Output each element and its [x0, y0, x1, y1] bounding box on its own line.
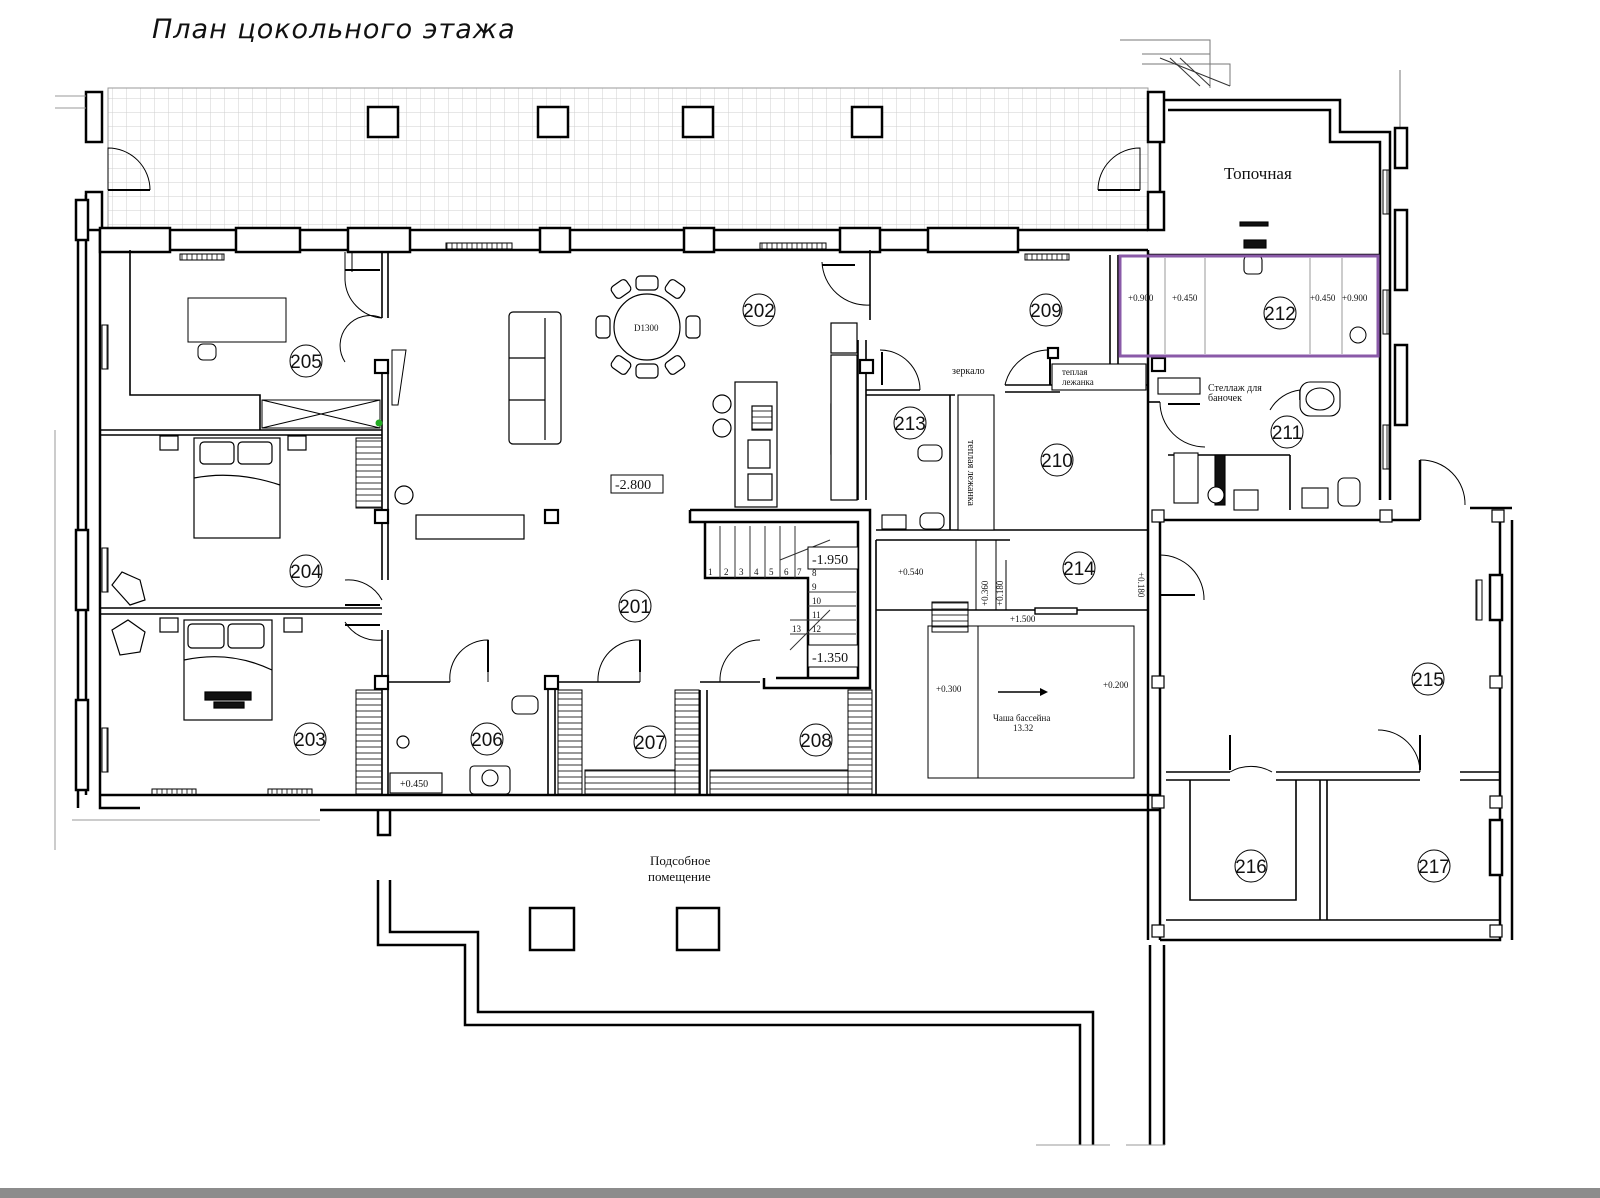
stair-step: 3	[739, 567, 744, 577]
sauna-level-a: +0.900	[1128, 293, 1154, 303]
shelf-label-1: Стеллаж для	[1208, 383, 1262, 394]
door-swings	[107, 147, 1466, 773]
room-number-213: 213	[894, 414, 926, 435]
staircase	[688, 508, 872, 690]
mirror-label: зеркало	[952, 366, 985, 377]
wardrobes	[355, 437, 873, 795]
sauna-benches	[1164, 258, 1343, 354]
stair-step: 8	[812, 568, 817, 578]
stair-step: 5	[769, 567, 774, 577]
stair-top-level: -1.950	[812, 553, 848, 568]
sauna-level-c: +0.450	[1310, 293, 1336, 303]
stair-corner	[1159, 57, 1231, 87]
room-number-204: 204	[290, 562, 322, 583]
stair-step: 11	[812, 610, 821, 620]
furniture-bedrooms	[111, 435, 414, 749]
room-number-206: 206	[471, 730, 503, 751]
radiators	[101, 169, 1483, 796]
sauna-room	[1118, 254, 1380, 358]
room-number-215: 215	[1412, 670, 1444, 691]
room-number-217: 217	[1418, 857, 1450, 878]
shelf-label-2: баночек	[1208, 393, 1242, 404]
pool-label-2: 13.32	[1013, 723, 1033, 733]
pool-label-1: Чаша бассейна	[993, 713, 1050, 723]
furniture-living	[415, 275, 858, 540]
plan-title: План цокольного этажа	[152, 14, 516, 45]
terrace-edge	[54, 95, 1165, 1146]
terrace-tiles	[107, 87, 1149, 231]
level-0180-b: +0.180	[1136, 572, 1146, 598]
main-level: -2.800	[615, 478, 651, 493]
room-number-202: 202	[743, 301, 775, 322]
stair-step: 2	[724, 567, 729, 577]
level-0180: +0.180	[995, 580, 1005, 606]
warm-bed-label-1: теплая	[1062, 367, 1087, 377]
stair-step: 9	[812, 582, 817, 592]
interior-columns	[373, 346, 1167, 691]
table-diameter-label: D1300	[634, 323, 659, 333]
utility-room-label-1: Подсобное	[650, 853, 711, 868]
room-number-214: 214	[1063, 559, 1095, 580]
stair-step: 6	[784, 567, 789, 577]
furniture-205	[187, 297, 407, 429]
room-number-208: 208	[800, 731, 832, 752]
stair-bottom-level: -1.350	[812, 651, 848, 666]
level-0360: +0.360	[980, 580, 990, 606]
room-number-216: 216	[1235, 857, 1267, 878]
column-markers	[1151, 509, 1505, 938]
pool-ladder	[931, 601, 969, 633]
boiler-room-label: Топочная	[1224, 164, 1292, 183]
room-number-212: 212	[1264, 304, 1296, 325]
utility-columns	[528, 906, 721, 952]
warm-bed-vertical-label: теплая лежанка	[965, 440, 976, 507]
sauna-level-b: +0.450	[1172, 293, 1198, 303]
door-leaves	[108, 189, 1421, 770]
upper-right-outline	[1120, 39, 1401, 130]
level-0200: +0.200	[1103, 680, 1129, 690]
room-number-201: 201	[619, 597, 651, 618]
room-number-210: 210	[1041, 451, 1073, 472]
bottom-scroll-bar	[0, 1188, 1600, 1198]
terrace-columns	[366, 105, 884, 139]
sauna-heater	[1349, 326, 1367, 344]
level-0450: +0.450	[400, 779, 428, 790]
room-number-209: 209	[1030, 301, 1062, 322]
utility-room-label-2: помещение	[648, 869, 711, 884]
main-level-box	[610, 474, 664, 494]
room-tags	[289, 293, 1451, 883]
room-number-203: 203	[294, 730, 326, 751]
facade-piers	[74, 90, 1504, 877]
stair-step: 10	[812, 596, 822, 606]
sauna-level-d: +0.900	[1342, 293, 1368, 303]
stair-step: 13	[792, 624, 802, 634]
room-number-207: 207	[634, 733, 666, 754]
fixtures	[389, 221, 1361, 795]
stair-step: 12	[812, 624, 821, 634]
pool-basin	[927, 625, 1135, 779]
warm-bed-label-2: лежанка	[1062, 377, 1094, 387]
level-1500: +1.500	[1010, 614, 1036, 624]
level-0540: +0.540	[898, 567, 924, 577]
stair-step: 1	[708, 567, 713, 577]
stair-step: 7	[797, 567, 802, 577]
pool-step-marks	[975, 540, 1007, 610]
level-0300: +0.300	[936, 684, 962, 694]
stair-step: 4	[754, 567, 759, 577]
stair-treads	[719, 526, 856, 651]
room-number-211: 211	[1272, 423, 1302, 444]
room-number-205: 205	[290, 352, 322, 373]
